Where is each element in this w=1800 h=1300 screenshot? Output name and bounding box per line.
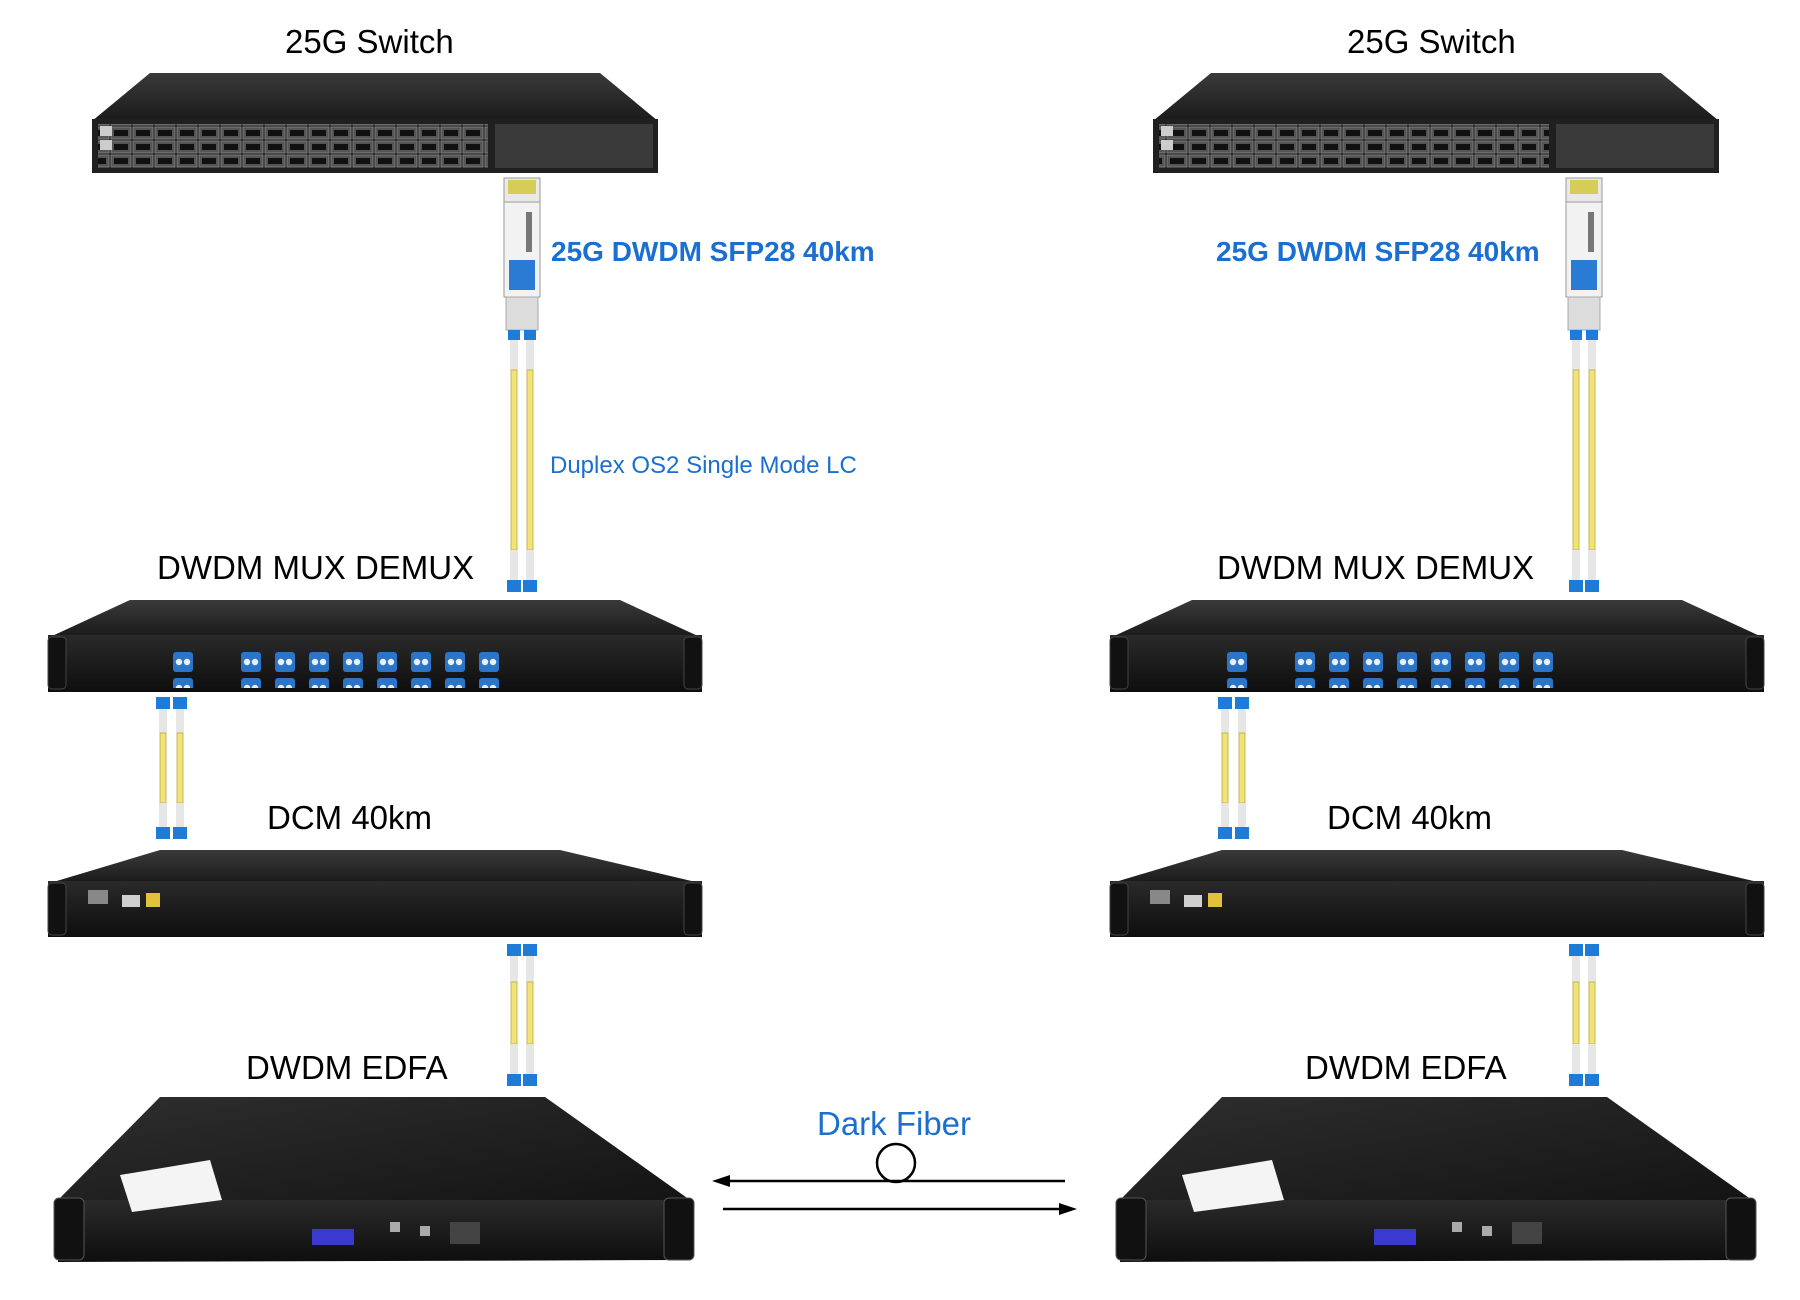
left-edfa-label: DWDM EDFA (246, 1049, 448, 1086)
right-edfa (1115, 1097, 1757, 1262)
left-dcm (47, 850, 703, 937)
dark-fiber-link (712, 1142, 1077, 1215)
left-edfa (53, 1097, 695, 1262)
left-fiber-dcm-to-edfa (507, 944, 537, 1086)
left-fiber-mux-to-dcm (156, 697, 187, 839)
right-edfa-label: DWDM EDFA (1305, 1049, 1507, 1086)
right-sfp-module (1565, 177, 1603, 331)
dark-fiber-label: Dark Fiber (817, 1105, 972, 1142)
left-mux-demux (47, 600, 703, 692)
left-mux-label: DWDM MUX DEMUX (157, 549, 475, 586)
arrow-right-head (1059, 1203, 1077, 1215)
right-mux-label: DWDM MUX DEMUX (1217, 549, 1535, 586)
right-fiber-switch-to-mux (1569, 330, 1599, 592)
right-mux-demux (1109, 600, 1765, 692)
right-switch-label: 25G Switch (1347, 23, 1516, 60)
fiber-spool-icon (875, 1142, 917, 1184)
left-sfp-label: 25G DWDM SFP28 40km (551, 236, 875, 267)
arrow-left-head (712, 1175, 730, 1187)
left-dcm-label: DCM 40km (267, 799, 433, 836)
left-switch (92, 73, 658, 173)
right-sfp-label: 25G DWDM SFP28 40km (1216, 236, 1540, 267)
right-fiber-dcm-to-edfa (1569, 944, 1599, 1086)
left-fiber-switch-to-mux (507, 330, 537, 592)
right-fiber-mux-to-dcm (1218, 697, 1249, 839)
right-dcm (1109, 850, 1765, 937)
left-cable-label: Duplex OS2 Single Mode LC (550, 452, 857, 479)
left-switch-label: 25G Switch (285, 23, 454, 60)
right-dcm-label: DCM 40km (1327, 799, 1493, 836)
right-switch (1153, 73, 1719, 173)
left-sfp-module (503, 177, 541, 331)
